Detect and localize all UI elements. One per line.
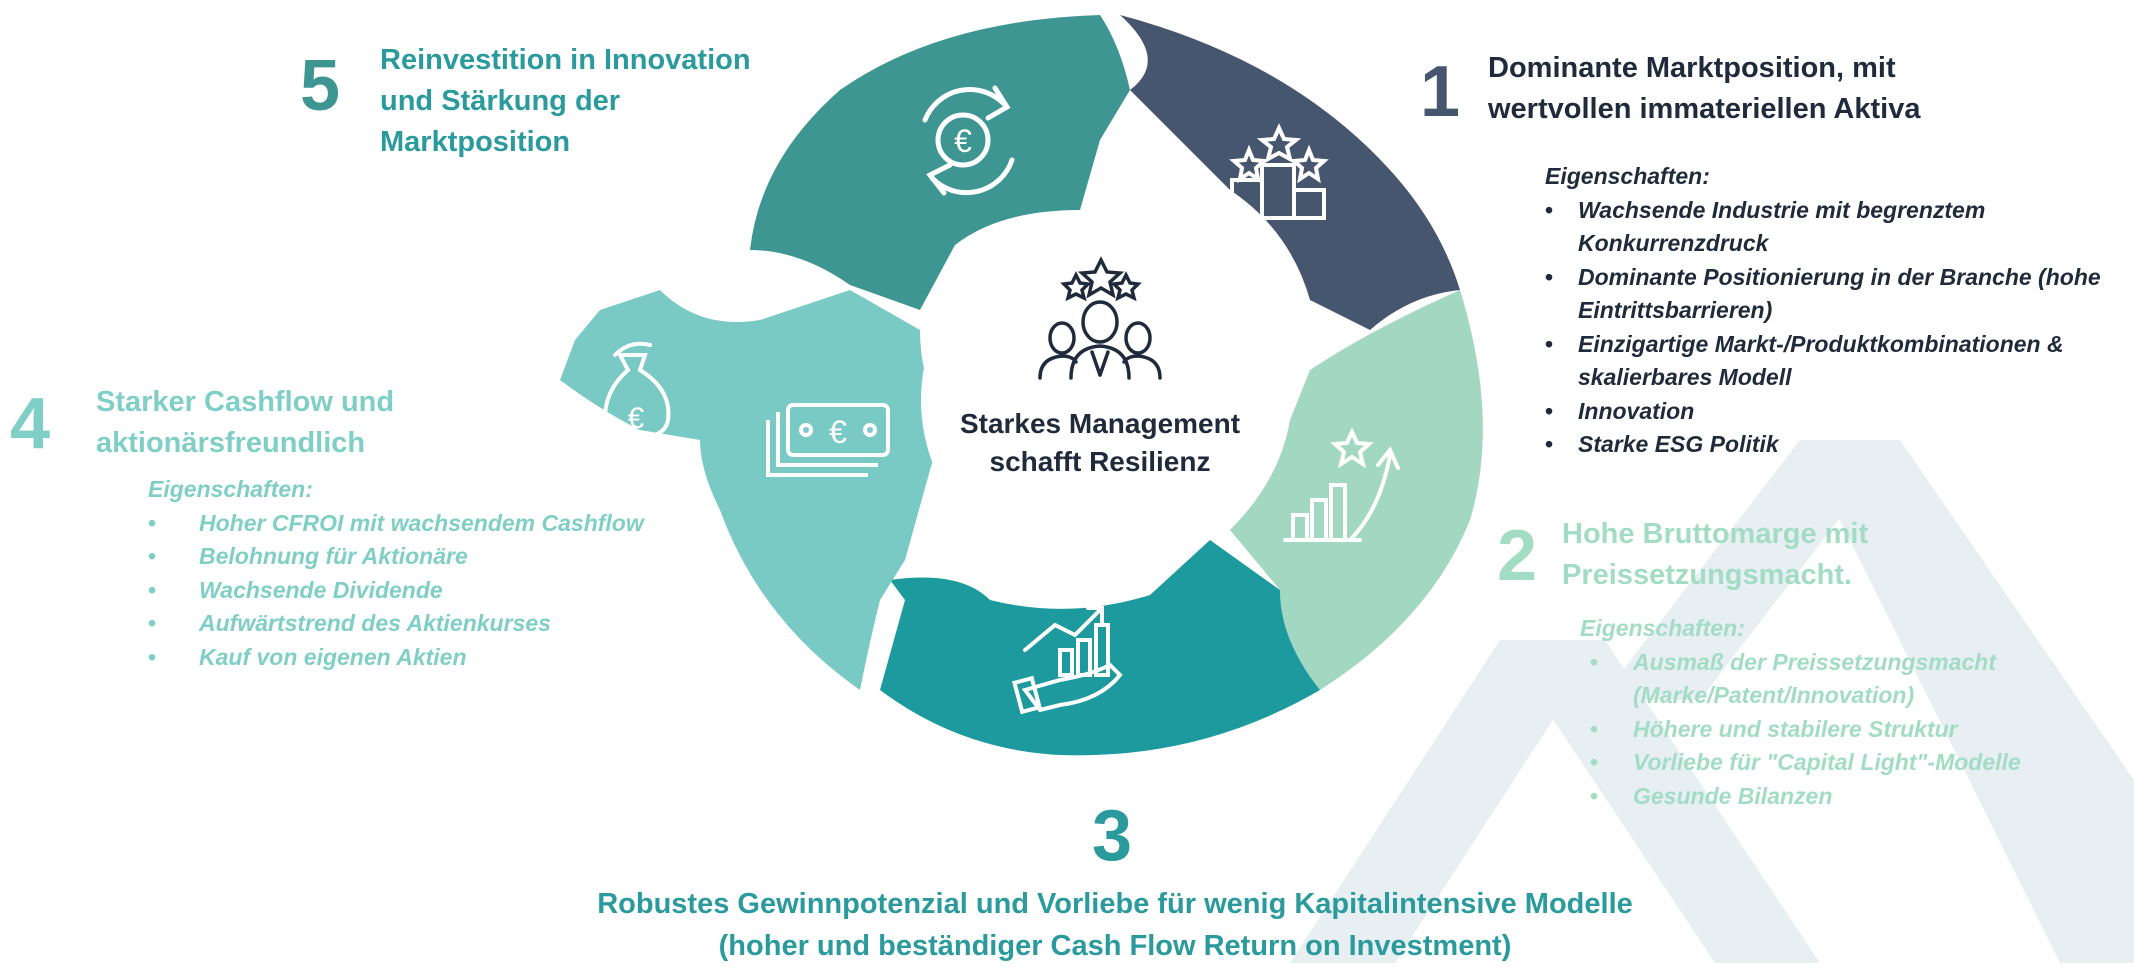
list-item: •Belohnung für Aktionäre <box>148 543 468 569</box>
section-4-title-line2: aktionärsfreundlich <box>96 427 366 459</box>
list-item: •Höhere und stabilere Struktur <box>1590 715 1958 742</box>
list-item: •Hoher CFROI mit wachsendem Cashflow <box>148 509 644 536</box>
section-1-number: 1 <box>1420 52 1461 132</box>
list-item: •Dominante Positionierung in der Branche… <box>1545 263 2101 324</box>
section-2-title: Hohe Bruttomarge mit Preissetzungsmacht. <box>1562 514 1868 596</box>
section-2-number: 2 <box>1497 516 1538 596</box>
section-3-title: Robustes Gewinnpotenzial und Vorliebe fü… <box>0 883 2134 967</box>
section-4-title-line1: Starker Cashflow und <box>96 386 395 418</box>
section-2-title-line1: Hohe Bruttomarge mit <box>1562 518 1869 550</box>
segment-3 <box>880 540 1320 756</box>
section-5-title-line3: Marktposition <box>380 126 571 158</box>
segment-4 <box>560 290 945 690</box>
management-team-stars-icon <box>1038 256 1162 380</box>
list-item: •Vorliebe für "Capital Light"-Modelle <box>1590 749 2021 775</box>
section-2-properties: Eigenschaften: •Ausmaß der Preissetzungs… <box>1580 612 2120 813</box>
section-5-title: Reinvestition in Innovation und Stärkung… <box>380 40 751 163</box>
section-5-title-line2: und Stärkung der <box>380 85 621 117</box>
section-3-title-line2: (hoher und beständiger Cash Flow Return … <box>718 930 1512 962</box>
section-3-number: 3 <box>1092 796 1133 876</box>
center-title: Starkes Management schafft Resilienz <box>930 405 1270 481</box>
hand-growth-chart-icon <box>1011 606 1123 715</box>
euro-banknotes-icon: € <box>766 403 890 477</box>
money-bag-euro-icon: € <box>602 341 671 441</box>
center-title-line2: schafft Resilienz <box>989 446 1211 477</box>
euro-recycle-arrows-icon: € <box>922 85 1015 196</box>
list-item: •Aufwärtstrend des Aktienkurses <box>148 610 551 636</box>
list-item: •Starke ESG Politik <box>1545 431 1779 457</box>
section-4-number: 4 <box>10 384 51 464</box>
section-4-property-list: •Hoher CFROI mit wachsendem Cashflow •Be… <box>148 507 708 675</box>
cycle-wheel: € € € <box>560 15 1483 756</box>
podium-stars-icon <box>1229 123 1329 220</box>
section-1-title: Dominante Marktposition, mit wertvollen … <box>1488 48 1920 130</box>
section-4-title: Starker Cashflow und aktionärsfreundlich <box>96 382 394 464</box>
section-4-properties: Eigenschaften: •Hoher CFROI mit wachsend… <box>148 473 708 674</box>
section-5-number: 5 <box>300 46 341 126</box>
section-1-title-line1: Dominante Marktposition, mit <box>1488 52 1896 84</box>
section-2-properties-label: Eigenschaften: <box>1580 615 1745 641</box>
section-1-title-line2: wertvollen immateriellen Aktiva <box>1488 93 1921 125</box>
section-4-properties-label: Eigenschaften: <box>148 476 313 502</box>
svg-text:€: € <box>628 402 645 435</box>
section-1-properties: Eigenschaften: •Wachsende Industrie mit … <box>1545 160 2130 462</box>
segment-5 <box>750 15 1130 310</box>
center-circle <box>921 222 1277 578</box>
list-item: •Innovation <box>1545 397 1695 424</box>
section-2-title-line2: Preissetzungsmacht. <box>1562 559 1853 591</box>
growth-chart-star-icon <box>1283 427 1400 542</box>
segment-1 <box>1120 15 1460 330</box>
section-3-title-line1: Robustes Gewinnpotenzial und Vorliebe fü… <box>597 888 1633 920</box>
list-item: •Wachsende Dividende <box>148 576 443 603</box>
list-item: •Gesunde Bilanzen <box>1590 782 1833 809</box>
list-item: •Kauf von eigenen Aktien <box>148 643 467 670</box>
center-title-line1: Starkes Management <box>959 408 1241 439</box>
segment-2 <box>1230 290 1483 690</box>
svg-text:€: € <box>829 414 847 450</box>
list-item: •Ausmaß der Preissetzungsmacht(Marke/Pat… <box>1590 648 1997 709</box>
svg-text:€: € <box>954 123 972 159</box>
section-5-title-line1: Reinvestition in Innovation <box>380 44 751 76</box>
list-item: •Einzigartige Markt-/Produktkombinatione… <box>1545 330 2064 391</box>
section-2-property-list: •Ausmaß der Preissetzungsmacht(Marke/Pat… <box>1580 646 2120 814</box>
section-1-properties-label: Eigenschaften: <box>1545 163 1710 189</box>
